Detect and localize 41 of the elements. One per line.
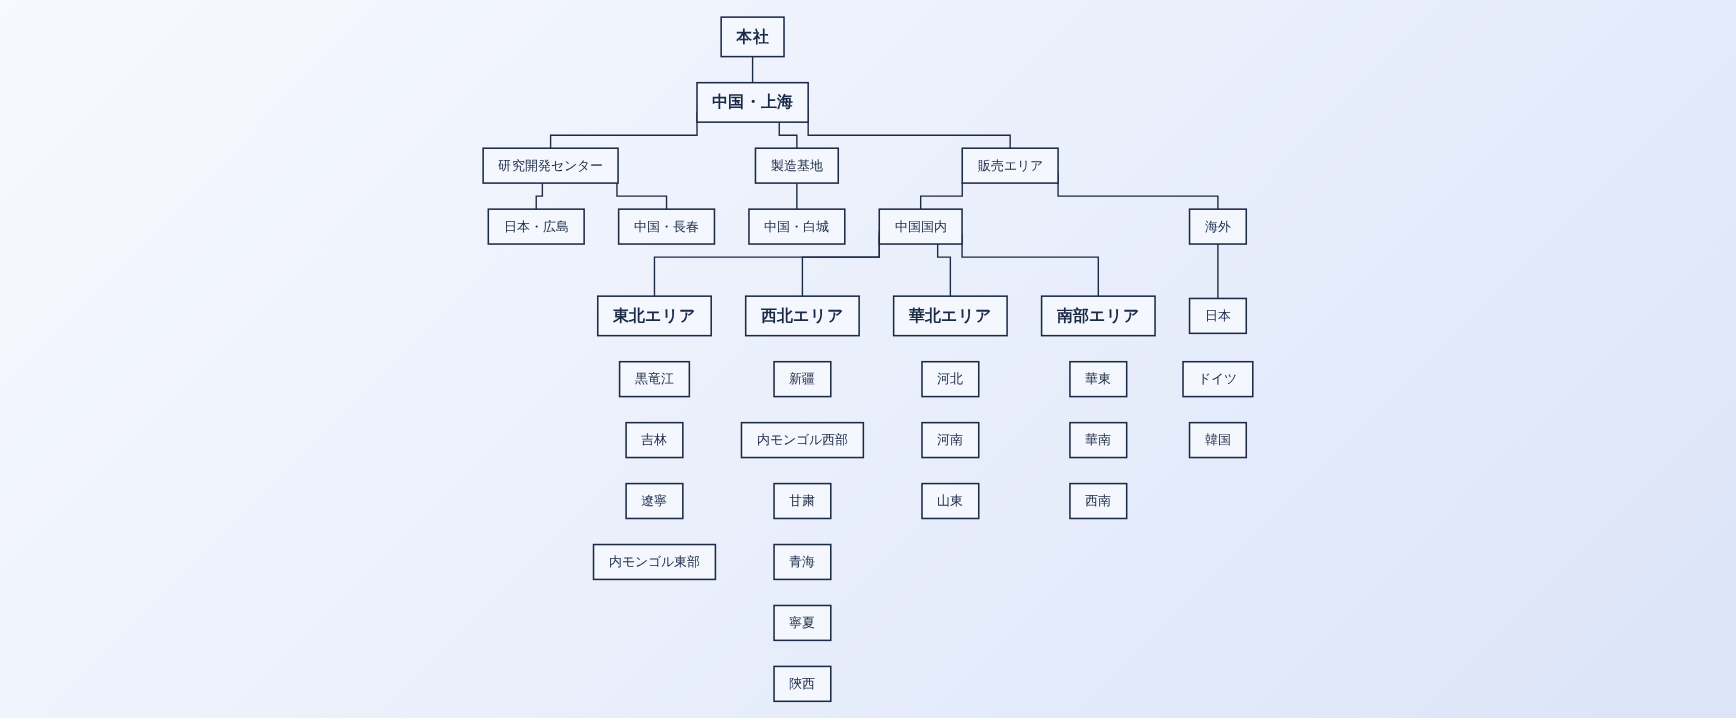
node-box: 製造基地 [754, 147, 840, 184]
node-box: 内モンゴル西部 [740, 421, 865, 459]
node-box: 東北エリア [597, 295, 712, 337]
connector [920, 181, 963, 210]
node-box: 甘粛 [773, 482, 832, 520]
node-box: 華北エリア [892, 295, 1008, 337]
connector [778, 121, 798, 149]
node-box: 研究開発センター [482, 147, 619, 184]
node-box: 華南 [1069, 421, 1128, 459]
node-box: 陝西 [773, 665, 832, 702]
node-box: 内モンゴル東部 [592, 543, 717, 580]
connector [616, 182, 668, 210]
connector [535, 182, 544, 210]
node-box: 中国国内 [878, 208, 963, 245]
node-box: 寧夏 [773, 604, 832, 641]
node-box: 販売エリア [961, 147, 1059, 184]
node-box: 山東 [921, 482, 980, 520]
node-box: 遼寧 [625, 482, 684, 520]
node-box: 西南 [1069, 482, 1128, 520]
node-box: 韓国 [1188, 421, 1248, 459]
node-box: 吉林 [625, 421, 684, 459]
node-box: 本社 [720, 16, 785, 58]
node-box: 新疆 [773, 360, 832, 398]
node-box: 青海 [773, 543, 832, 580]
node-box: 中国・長春 [617, 208, 716, 245]
connector [751, 55, 754, 84]
node-box: ドイツ [1182, 360, 1254, 398]
node-box: 中国・上海 [696, 81, 809, 123]
connector [937, 243, 952, 297]
node-box: 黒竜江 [618, 360, 691, 398]
node-box: 日本・広島 [487, 208, 585, 245]
node-box: 華東 [1069, 360, 1128, 398]
node-box: 日本 [1188, 297, 1248, 334]
node-box: 中国・白城 [748, 208, 846, 245]
node-box: 河北 [921, 360, 980, 398]
node-box: 河南 [921, 421, 980, 459]
node-box: 南部エリア [1040, 295, 1156, 337]
connector [796, 182, 798, 210]
node-box: 海外 [1188, 208, 1248, 245]
node-box: 西北エリア [744, 295, 860, 337]
connector [1217, 243, 1219, 299]
